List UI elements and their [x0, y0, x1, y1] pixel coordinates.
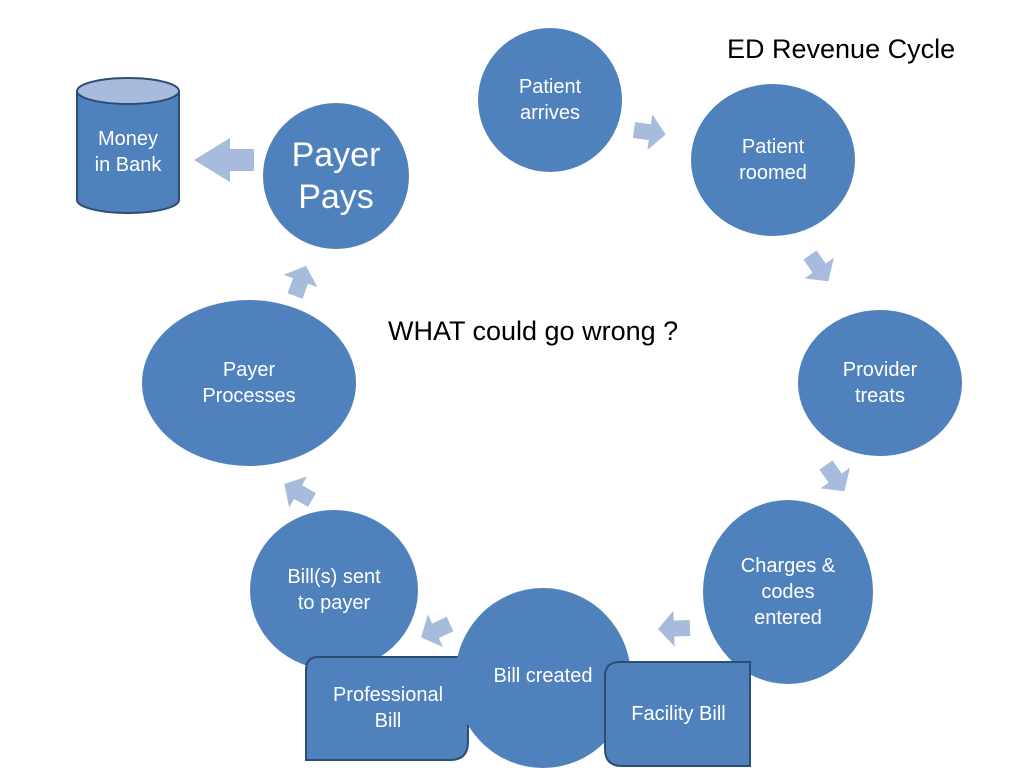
arrow-sent-to-processes [284, 476, 316, 508]
question-text: WHAT could go wrong ? [388, 316, 679, 346]
node-charges-entered [703, 500, 873, 684]
node-payer-processes [142, 300, 356, 466]
node-patient-arrives [478, 28, 622, 172]
node-patient-arrives-label: Patient arrives [518, 76, 582, 124]
node-patient-roomed [691, 84, 855, 236]
node-bill-created [455, 588, 631, 768]
node-bills-sent [250, 510, 418, 670]
arrow-bill-to-sent [420, 614, 454, 648]
arrow-roomed-to-treats [803, 250, 834, 282]
doc-facility-bill-label: Facility Bill [631, 703, 726, 725]
node-patient-roomed-label: Patient roomed [739, 136, 807, 184]
doc-professional-bill [305, 656, 469, 761]
arrow-charges-to-bill [658, 610, 691, 647]
diagram-title: ED Revenue Cycle [727, 34, 956, 64]
bank-label: Money in Bank [94, 128, 162, 176]
arrow-pays-to-bank [194, 138, 254, 182]
arrow-arrives-to-roomed [632, 114, 666, 151]
node-payer-processes-label: Payer Processes [202, 359, 296, 407]
doc-professional-bill-label: Professional Bill [332, 684, 444, 732]
node-bill-created-label: Bill created [493, 665, 593, 687]
node-provider-treats [798, 310, 962, 456]
node-provider-treats-label: Provider treats [842, 359, 918, 407]
arrow-processes-to-pays [283, 265, 318, 299]
doc-facility-bill [604, 661, 751, 767]
node-bills-sent-label: Bill(s) sent to payer [287, 566, 381, 614]
node-charges-entered-label: Charges & codes entered [740, 555, 836, 629]
node-payer-pays [263, 103, 409, 249]
bank-cylinder [76, 77, 180, 214]
node-payer-pays-label: Payer Pays [291, 135, 381, 217]
arrow-treats-to-charges [819, 460, 850, 492]
